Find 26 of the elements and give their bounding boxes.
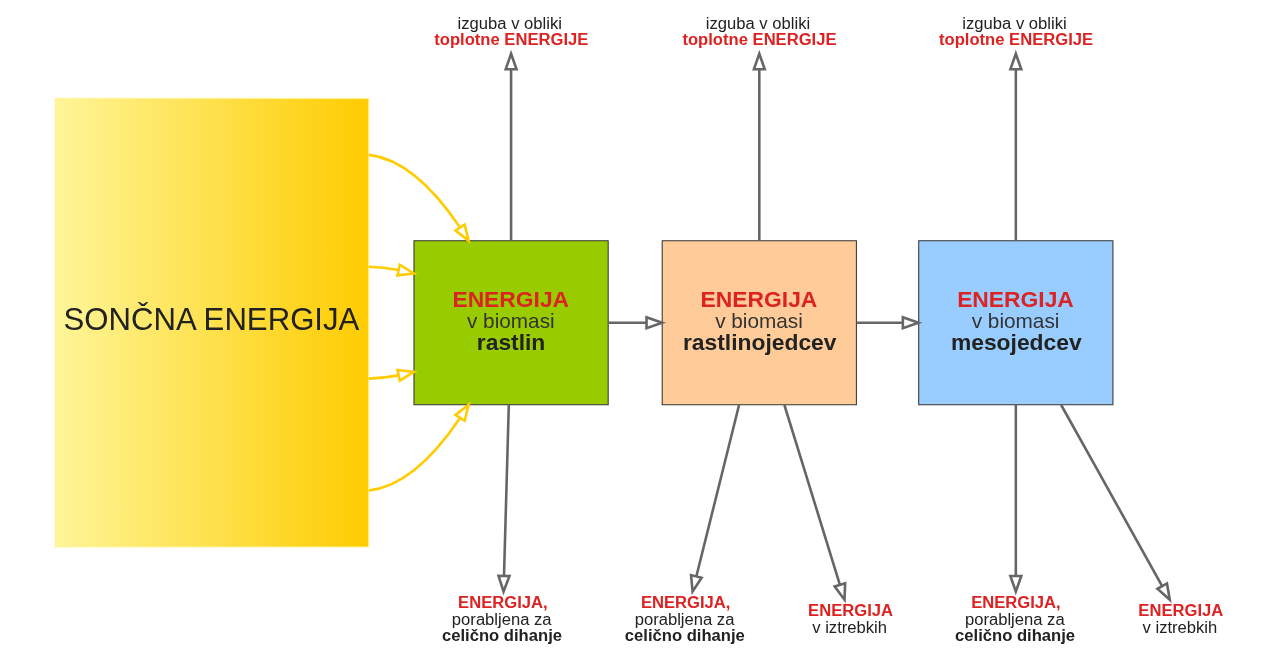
- node-text: ENERGIJA v iztrebkih: [1137, 601, 1223, 638]
- node-text: izguba v obliki toplotne ENERGIJE: [681, 13, 837, 50]
- node-text: ENERGIJA, porabljena za celično dihanje: [441, 593, 562, 646]
- arrow: [1008, 405, 1023, 596]
- node-text: izguba v obliki toplotne ENERGIJE: [433, 13, 588, 50]
- arrow: [368, 368, 418, 383]
- node-text: ENERGIJA, porabljena za celično dihanje: [624, 593, 745, 646]
- arrow: [368, 401, 471, 492]
- arrow: [782, 404, 846, 604]
- arrow: [496, 404, 511, 596]
- arrow: [1059, 404, 1172, 604]
- arrow: [368, 153, 471, 244]
- node-box: SONČNA ENERGIJA: [54, 97, 369, 548]
- node-box: ENERGIJA v biomasi mesojedcev: [917, 240, 1113, 406]
- arrow: [689, 404, 740, 596]
- arrow: [503, 49, 518, 241]
- arrow: [751, 49, 767, 241]
- arrow: [368, 262, 418, 277]
- arrow: [608, 315, 666, 330]
- arrow: [856, 315, 922, 330]
- node-text: ENERGIJA v iztrebkih: [807, 601, 893, 638]
- node-text: ENERGIJA, porabljena za celično dihanje: [954, 593, 1075, 646]
- arrow: [1008, 49, 1023, 241]
- node-box: ENERGIJA v biomasi rastlin: [412, 240, 609, 406]
- node-text: izguba v obliki toplotne ENERGIJE: [938, 13, 1093, 50]
- node-box: ENERGIJA v biomasi rastlinojedcev: [661, 240, 857, 406]
